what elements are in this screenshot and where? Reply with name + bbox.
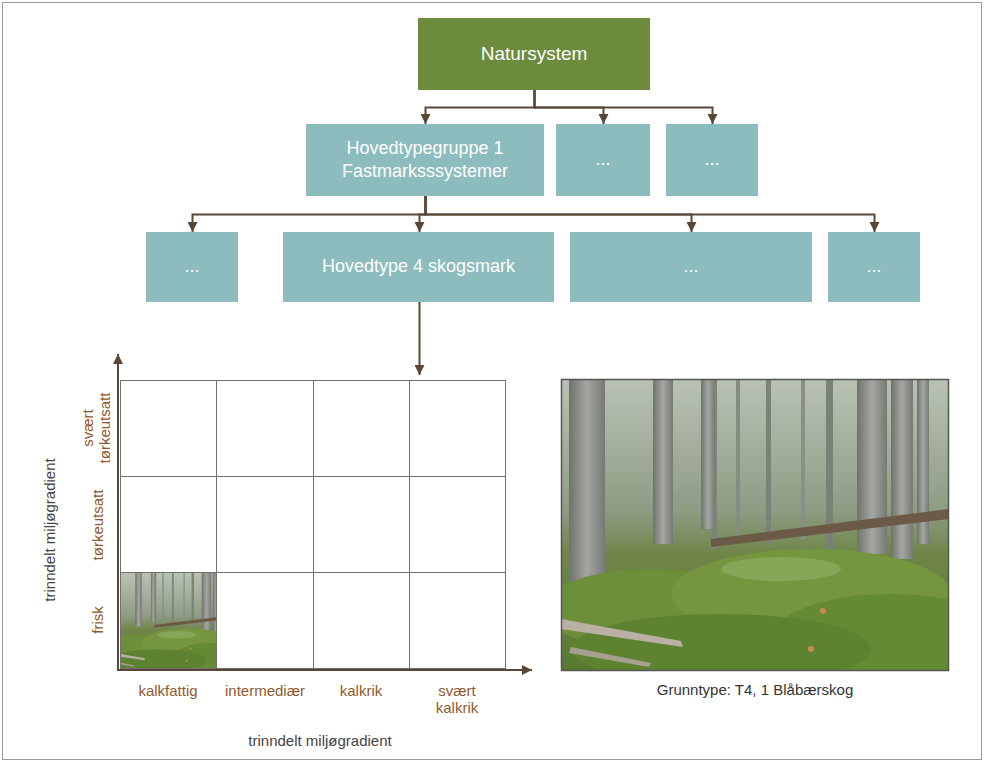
type-box: ...	[146, 232, 238, 302]
axis-title: trinndelt miljøgradient	[248, 732, 391, 749]
box-label: ...	[704, 148, 719, 171]
tree-connector	[193, 196, 426, 232]
tree-connector	[535, 90, 713, 124]
axis-tick-label: kalkfattig	[138, 682, 197, 699]
axis-tick-label: frisk	[89, 606, 106, 634]
type-box: ...	[556, 124, 650, 196]
forest-photo	[541, 379, 984, 684]
box-label: ...	[184, 255, 199, 278]
axis-tick-label: intermediær	[225, 682, 305, 699]
box-label: Natursystem	[481, 42, 588, 67]
box-label: Hovedtypegruppe 1 Fastmarksssystemer	[316, 137, 534, 184]
gradient-grid: svært tørkeutsatttørkeutsattfriskkalkfat…	[120, 380, 505, 668]
type-box: Hovedtypegruppe 1 Fastmarksssystemer	[306, 124, 544, 196]
root-box: Natursystem	[418, 18, 650, 90]
axis-tick-label: svært tørkeutsatt	[79, 380, 114, 476]
tree-connector	[419, 302, 421, 375]
type-box: Hovedtype 4 skogsmark	[283, 232, 554, 302]
axis-tick-label: kalkrik	[340, 682, 383, 699]
box-label: Hovedtype 4 skogsmark	[322, 255, 515, 278]
axes	[117, 354, 532, 670]
box-label: ...	[595, 148, 610, 171]
tree-connector	[426, 90, 535, 124]
axis-title: trinndelt miljøgradient	[41, 458, 58, 601]
thumbnail-photo	[99, 573, 252, 672]
photo-panel: Grunntype: T4, 1 Blåbærskog	[561, 379, 949, 671]
type-box: ...	[828, 232, 920, 302]
type-box: ...	[666, 124, 758, 196]
axis-tick-label: tørkeutsatt	[89, 490, 106, 561]
box-label: ...	[683, 255, 698, 278]
photo-frame	[562, 380, 949, 671]
type-box: ...	[570, 232, 812, 302]
axis-tick-label: svært kalkrik	[417, 682, 497, 717]
box-label: ...	[866, 255, 881, 278]
tree-connector	[426, 196, 875, 232]
photo-caption: Grunntype: T4, 1 Blåbærskog	[657, 681, 854, 698]
